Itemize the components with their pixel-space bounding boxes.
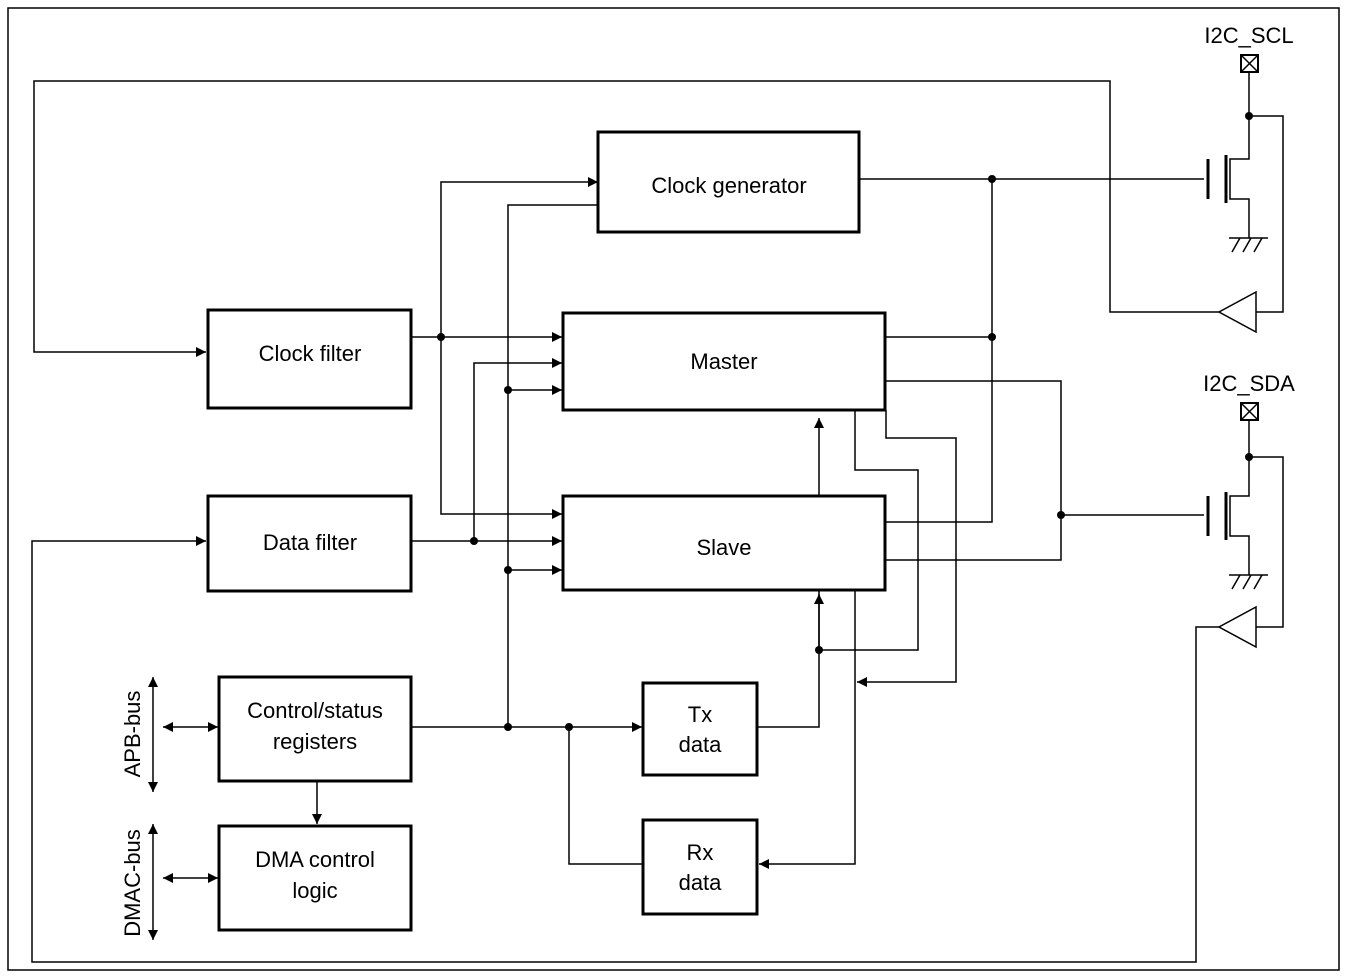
sda-pin-label: I2C_SDA	[1203, 371, 1295, 396]
slave-block: Slave	[561, 494, 887, 592]
clock-generator-label: Clock generator	[651, 173, 806, 198]
control-status-label-line2: registers	[273, 729, 357, 754]
data-filter-label: Data filter	[263, 530, 357, 555]
rx-data-label-line1: Rx	[687, 840, 714, 865]
scl-input-buffer-icon	[1217, 290, 1257, 334]
sda-input-buffer-icon	[1217, 605, 1257, 649]
scl-pad-driver: I2C_SCL	[1204, 23, 1294, 334]
master-label: Master	[690, 349, 757, 374]
dmac-bus-label: DMAC-bus	[120, 829, 145, 937]
rx-data-label-line2: data	[679, 870, 723, 895]
slave-label: Slave	[696, 535, 751, 560]
wires	[31, 80, 1219, 963]
control-status-label-line1: Control/status	[247, 698, 383, 723]
tx-data-label-line2: data	[679, 732, 723, 757]
scl-feedback-wire	[33, 80, 1219, 357]
clock-filter-label: Clock filter	[259, 341, 362, 366]
tx-data-label-line1: Tx	[688, 702, 712, 727]
sda-pad-icon	[1240, 402, 1259, 421]
clock-generator-block: Clock generator	[596, 130, 861, 234]
scl-pin-label: I2C_SCL	[1204, 23, 1293, 48]
dma-control-label-line2: logic	[292, 878, 337, 903]
control-status-registers-block: Control/status registers	[217, 675, 413, 783]
sda-feedback-wire	[31, 536, 1219, 963]
apb-bus-label: APB-bus	[120, 691, 145, 778]
sda-ground-icon	[1229, 574, 1268, 590]
data-filter-block: Data filter	[206, 494, 413, 593]
dma-control-logic-block: DMA control logic	[217, 824, 413, 932]
sda-pad-driver: I2C_SDA	[1203, 371, 1295, 649]
scl-pad-icon	[1240, 54, 1259, 73]
master-block: Master	[561, 311, 887, 412]
diagram-border	[7, 7, 1340, 971]
scl-ground-icon	[1229, 237, 1268, 253]
rx-data-block: Rx data	[641, 818, 759, 916]
clock-filter-block: Clock filter	[206, 308, 413, 410]
dma-control-label-line1: DMA control	[255, 847, 375, 872]
tx-data-block: Tx data	[641, 681, 759, 777]
